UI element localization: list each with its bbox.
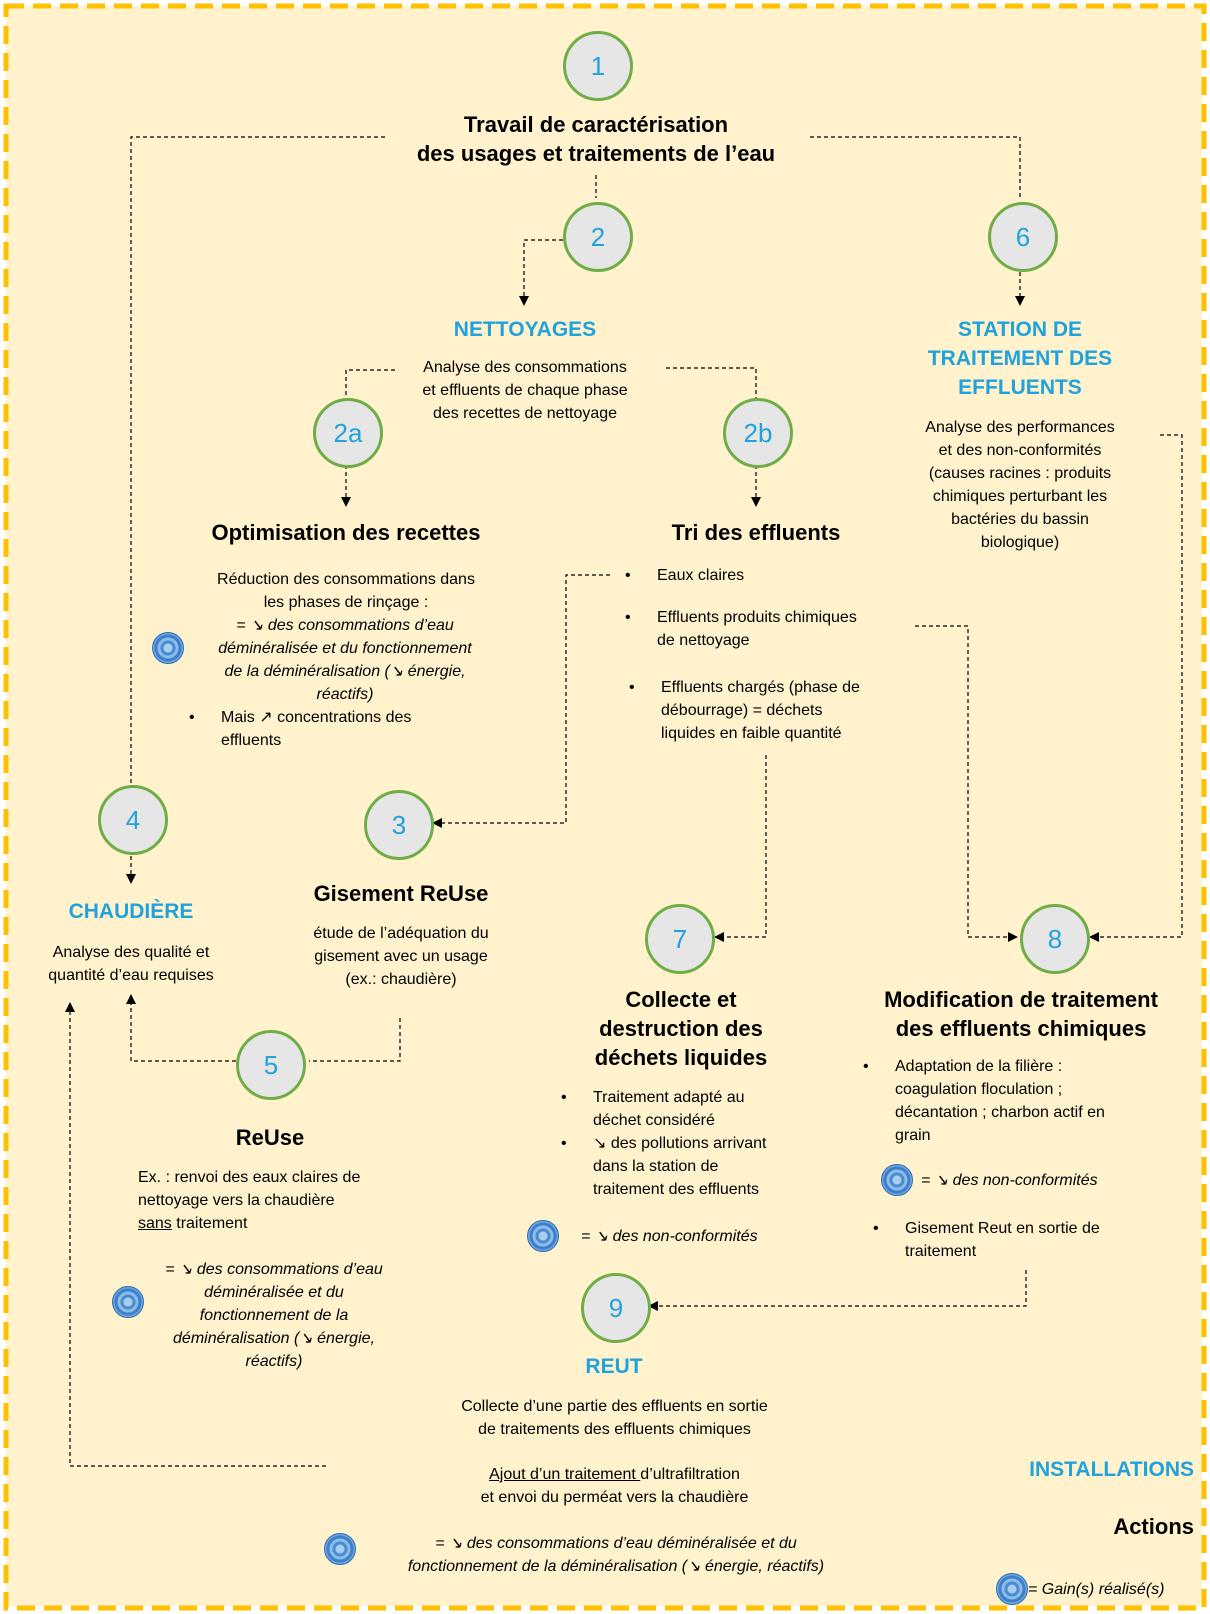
step-6-circle: 6	[988, 202, 1058, 272]
link-1-6	[810, 136, 1021, 200]
step-7-gain: = ↘ des non-conformités	[581, 1228, 758, 1245]
step-3-circle: 3	[364, 790, 434, 860]
step-5-gain: = ↘ des consommations d’eau déminéralisé…	[165, 1261, 383, 1370]
step-9-description: Collecte d’une partie des effluents en s…	[461, 1398, 768, 1438]
link-1-4	[126, 136, 385, 884]
step-2a-title: Optimisation des recettes	[211, 520, 481, 545]
link-tri-7	[714, 755, 767, 942]
medal-icon	[881, 1164, 913, 1196]
step-7-bullet-1: •Traitement adapté au déchet considéré	[561, 1089, 745, 1129]
step-7-bullet-2: •↘ des pollutions arrivant dans la stati…	[561, 1135, 767, 1198]
step-9-circle: 9	[581, 1273, 651, 1343]
step-6-heading: STATION DE TRAITEMENT DES EFFLUENTS	[927, 318, 1113, 399]
step-2-circle: 2	[563, 202, 633, 272]
step-2a-bullet: •Mais ↗ concentrations des effluents	[189, 709, 412, 749]
step-8-bullet-1: •Adaptation de la filière : coagulation …	[863, 1058, 1105, 1144]
step-5-circle: 5	[236, 1030, 306, 1100]
step-9-gain: = ↘ des consommations d’eau déminéralisé…	[407, 1535, 825, 1575]
step-2-heading: NETTOYAGES	[453, 318, 597, 341]
medal-icon	[527, 1220, 559, 1252]
link-2-2a	[345, 369, 395, 398]
link-9-4	[65, 1002, 326, 1467]
step-2-description: Analyse des consommations et effluents d…	[422, 359, 628, 422]
step-4-description: Analyse des qualité et quantité d’eau re…	[48, 944, 214, 984]
link-2-nettoyages	[519, 239, 563, 306]
step-9-heading: REUT	[585, 1355, 643, 1378]
step-3-title: Gisement ReUse	[313, 881, 489, 906]
legend-installations: INSTALLATIONS	[1029, 1458, 1194, 1481]
medal-icon	[112, 1286, 144, 1318]
medal-icon	[996, 1573, 1028, 1605]
step-8-bullet-2: •Gisement Reut en sortie de traitement	[873, 1220, 1100, 1260]
step-8-circle: 8	[1020, 904, 1090, 974]
link-station-8	[1089, 434, 1183, 942]
step-5-title: ReUse	[235, 1125, 305, 1150]
step-4-circle: 4	[98, 785, 168, 855]
step-1-title: Travail de caractérisation des usages et…	[416, 112, 776, 166]
step-5-description: Ex. : renvoi des eaux claires de nettoya…	[138, 1169, 361, 1232]
step-2b-bullet-3: •Effluents chargés (phase de débourrage)…	[629, 679, 860, 742]
medal-icon	[152, 632, 184, 664]
step-2a-circle: 2a	[313, 398, 383, 468]
step-3-description: étude de l’adéquation du gisement avec u…	[313, 925, 489, 988]
step-1-circle: 1	[563, 31, 633, 101]
link-2-2b	[666, 367, 757, 398]
link-3-5	[309, 1018, 401, 1062]
step-4-heading: CHAUDIÈRE	[68, 900, 194, 923]
step-6-description: Analyse des performances et des non-conf…	[925, 419, 1115, 551]
link-8-9	[648, 1270, 1027, 1311]
step-2a-description: Réduction des consommations dans les pha…	[217, 571, 475, 611]
legend-actions: Actions	[1113, 1514, 1194, 1539]
legend-gain: = Gain(s) réalisé(s)	[1028, 1581, 1165, 1598]
step-7-circle: 7	[645, 904, 715, 974]
step-2a-gain: = ↘ des consommations d’eau déminéralisé…	[218, 617, 472, 703]
step-2b-bullet-1: •Eaux claires	[625, 567, 745, 584]
step-2b-circle: 2b	[723, 398, 793, 468]
step-8-title: Modification de traitement des effluents…	[884, 987, 1158, 1041]
link-tri-3	[432, 574, 610, 828]
link-tri-8	[915, 625, 1018, 942]
step-8-gain: = ↘ des non-conformités	[921, 1172, 1098, 1189]
step-7-title: Collecte et destruction des déchets liqu…	[594, 987, 768, 1070]
step-2b-title: Tri des effluents	[671, 520, 841, 545]
step-2b-bullet-2: •Effluents produits chimiques de nettoya…	[625, 609, 857, 649]
link-5-4	[126, 994, 236, 1062]
medal-icon	[324, 1533, 356, 1565]
